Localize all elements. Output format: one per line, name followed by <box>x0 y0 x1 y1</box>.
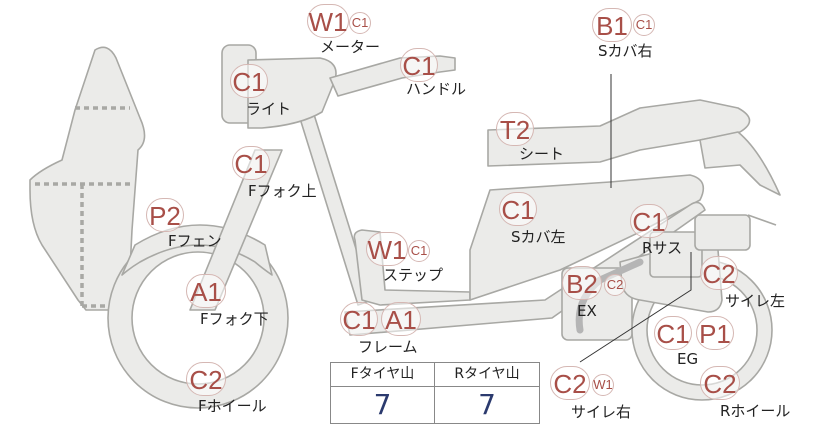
step-label: ステップ <box>383 266 444 284</box>
frame-code-1: C1 <box>340 302 378 336</box>
leader-muffler-right <box>579 252 692 363</box>
light-label: ライト <box>246 100 292 118</box>
side-cover-left-code: C1 <box>499 192 537 226</box>
tire-tread-table: Fタイヤ山 Rタイヤ山 7 7 <box>330 362 540 424</box>
front-tread-value: 7 <box>331 387 435 423</box>
fender-code: P2 <box>146 198 184 232</box>
step-subcode: C1 <box>408 240 430 262</box>
front-tread-header: Fタイヤ山 <box>331 363 435 387</box>
fork-lower-code: A1 <box>186 274 226 308</box>
meter-subcode: C1 <box>349 12 371 34</box>
frame-code-2: A1 <box>381 302 421 336</box>
light-code: C1 <box>230 64 268 98</box>
front-fork <box>189 149 283 311</box>
frame-label: フレーム <box>358 338 418 356</box>
step-floor <box>353 229 471 306</box>
seat-label: シート <box>519 145 565 163</box>
seat <box>487 99 751 167</box>
meter-code: W1 <box>307 4 349 38</box>
muffler-right-code: C2 <box>550 366 590 400</box>
front-wheel-label: Fホイール <box>198 397 267 415</box>
tail <box>699 131 781 196</box>
meter-label: メーター <box>320 38 381 56</box>
seat-code: T2 <box>496 112 534 146</box>
side-cover-left-label: Sカバ左 <box>511 228 566 246</box>
rear-tread-header: Rタイヤ山 <box>435 363 539 387</box>
rear-suspension-label: Rサス <box>642 239 683 257</box>
engine-label: EG <box>677 350 699 368</box>
muffler-left-code: C2 <box>700 256 738 290</box>
step-code: W1 <box>366 232 408 266</box>
handle-label: ハンドル <box>406 80 467 98</box>
muffler-left-label: サイレ左 <box>725 292 786 310</box>
handle-code: C1 <box>400 48 438 82</box>
fork-upper-code: C1 <box>232 146 270 180</box>
exhaust-code: B2 <box>562 266 602 300</box>
side-cover-right-code: B1 <box>592 8 632 42</box>
air-box <box>694 214 751 251</box>
exhaust-label: EX <box>577 302 597 320</box>
rear-wheel-label: Rホイール <box>720 402 791 420</box>
nose-cowl <box>247 57 337 129</box>
side-cover-right-label: Sカバ右 <box>598 42 653 60</box>
side-cover-right-subcode: C1 <box>633 14 655 36</box>
fork-upper-label: Fフォク上 <box>248 182 317 200</box>
fork-lower-label: Fフォク下 <box>200 310 269 328</box>
muffler-right-label: サイレ右 <box>571 403 632 421</box>
rear-suspension-code: C1 <box>630 204 668 238</box>
engine-code-1: C1 <box>654 316 692 350</box>
fender-label: Fフェン <box>168 232 222 250</box>
exhaust-subcode: C2 <box>604 274 626 296</box>
engine-code-2: P1 <box>696 316 734 350</box>
rear-shock-housing <box>649 231 703 278</box>
muffler-right-subcode: W1 <box>592 374 614 396</box>
front-wheel-code: C2 <box>186 362 226 396</box>
rear-wheel-code: C2 <box>700 366 740 400</box>
rear-tread-value: 7 <box>478 388 496 421</box>
